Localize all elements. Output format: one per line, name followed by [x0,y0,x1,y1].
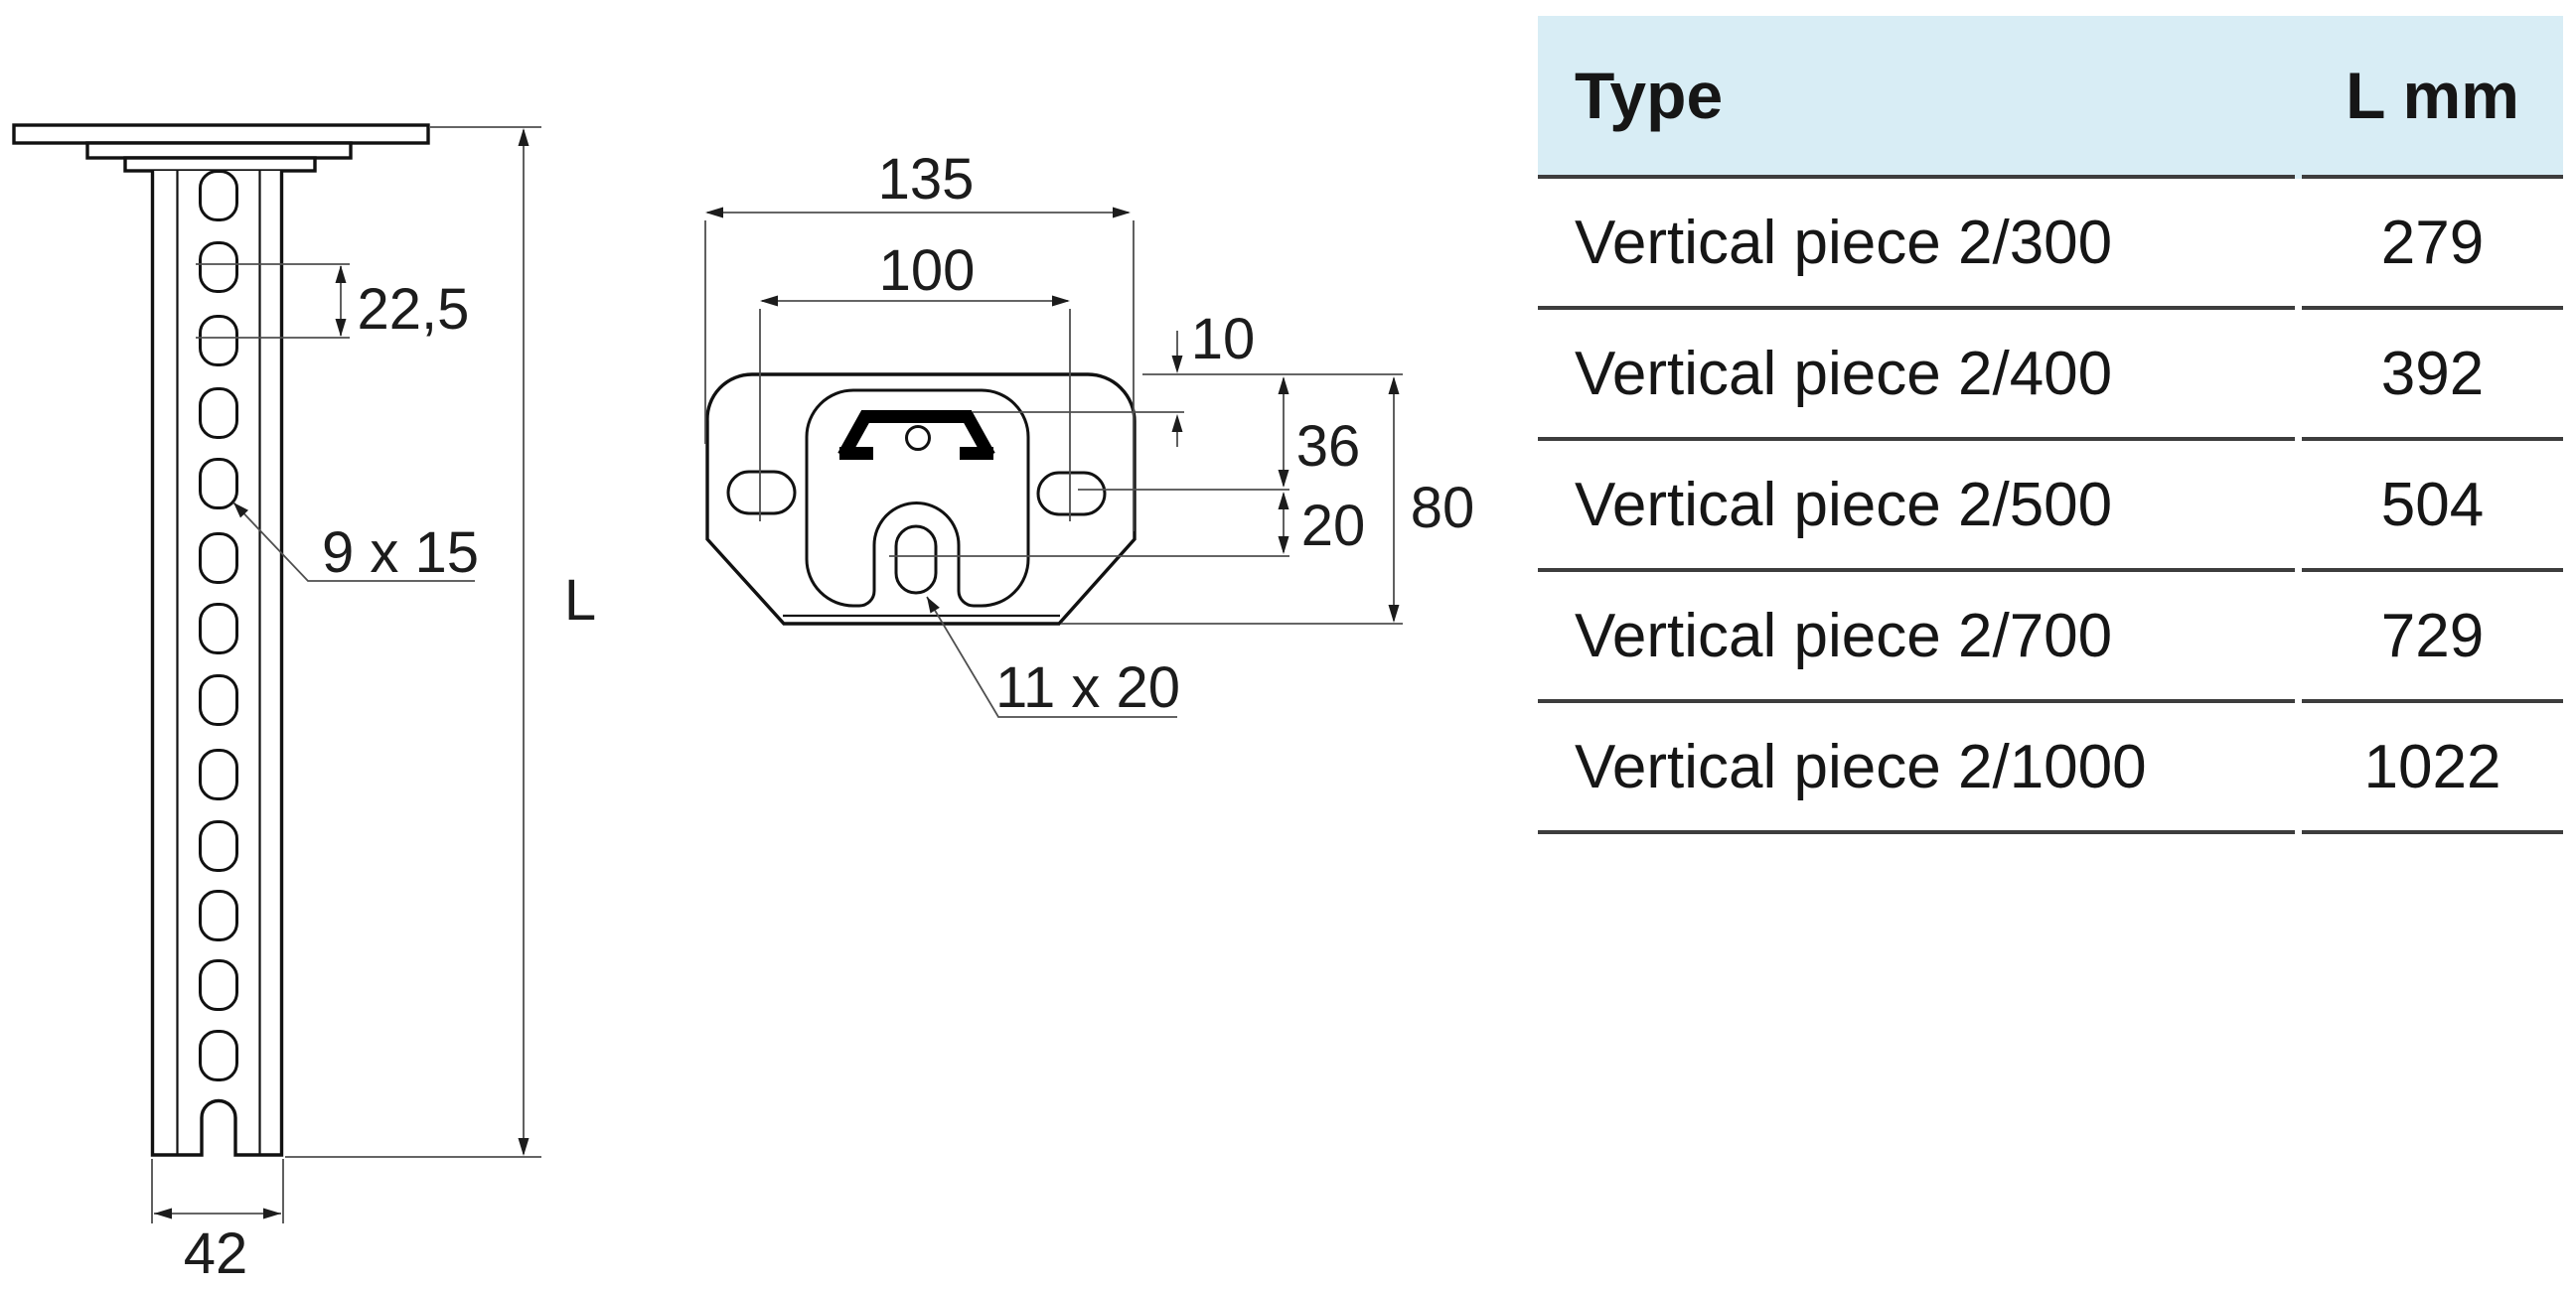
leader-hole-size-label: 9 x 15 [322,520,479,585]
row-type: Vertical piece 2/1000 [1538,703,2295,834]
leader-slot-size-label: 11 x 20 [995,655,1180,720]
row-type: Vertical piece 2/700 [1538,572,2295,703]
spec-table: Type L mm Vertical piece 2/300 279 Verti… [1538,16,2563,834]
spec-table-header-type: Type [1538,16,2295,179]
channel-body [150,171,284,1157]
spec-table-header-row: Type L mm [1538,16,2563,179]
center-hole [905,425,931,451]
dim-length-L: L [285,126,596,1158]
dim-lower-height-label: 20 [1301,494,1366,558]
table-row: Vertical piece 2/700 729 [1538,572,2563,703]
base-plate-view: 135 100 10 36 [704,147,1475,720]
row-length: 1022 [2302,703,2563,834]
row-length: 392 [2302,310,2563,441]
dim-length-label: L [564,568,596,633]
dim-hole-pitch: 22,5 [196,263,470,342]
drawing-canvas: L 22,5 9 x 15 42 [12,123,1475,1286]
flange-plate-low [123,156,317,173]
channel-slots [199,170,238,1081]
leader-slot-size: 11 x 20 [926,596,1180,720]
dim-hole-spacing: 100 [759,238,1071,521]
dim-channel-width-label: 42 [184,1221,248,1286]
row-length: 504 [2302,441,2563,572]
table-row: Vertical piece 2/500 504 [1538,441,2563,572]
dim-top-offset-label: 10 [1191,307,1256,371]
flange-plate-top [12,123,430,145]
row-type: Vertical piece 2/300 [1538,179,2295,310]
vertical-piece-side-view: L 22,5 9 x 15 42 [12,123,596,1286]
dim-plate-height: 80 [1061,376,1475,625]
dim-hole-pitch-label: 22,5 [358,277,470,342]
dim-hole-spacing-label: 100 [879,238,976,303]
row-length: 279 [2302,179,2563,310]
table-row: Vertical piece 2/400 392 [1538,310,2563,441]
plate-slot-left [726,470,797,515]
dim-plate-width: 135 [704,147,1135,531]
row-length: 729 [2302,572,2563,703]
leader-hole-size: 9 x 15 [232,501,479,585]
dim-channel-width: 42 [151,1159,284,1286]
plate-inner-cutout [805,388,1030,608]
spec-table-header-lmm: L mm [2302,16,2563,179]
plate-slot-center [894,524,938,595]
plate-slot-right [1036,471,1107,516]
table-row: Vertical piece 2/1000 1022 [1538,703,2563,834]
dim-upper-height-label: 36 [1296,414,1361,479]
table-row: Vertical piece 2/300 279 [1538,179,2563,310]
dim-plate-height-label: 80 [1411,476,1475,540]
dim-upper-height: 36 [1078,376,1361,491]
channel-cross-section [837,410,995,460]
technical-drawing: L 22,5 9 x 15 42 [12,123,1475,1286]
row-type: Vertical piece 2/400 [1538,310,2295,441]
flange-plate-mid [85,141,353,160]
dim-top-offset: 10 [973,307,1403,447]
dim-lower-height: 20 [889,492,1365,558]
row-type: Vertical piece 2/500 [1538,441,2295,572]
dim-plate-width-label: 135 [878,147,975,212]
